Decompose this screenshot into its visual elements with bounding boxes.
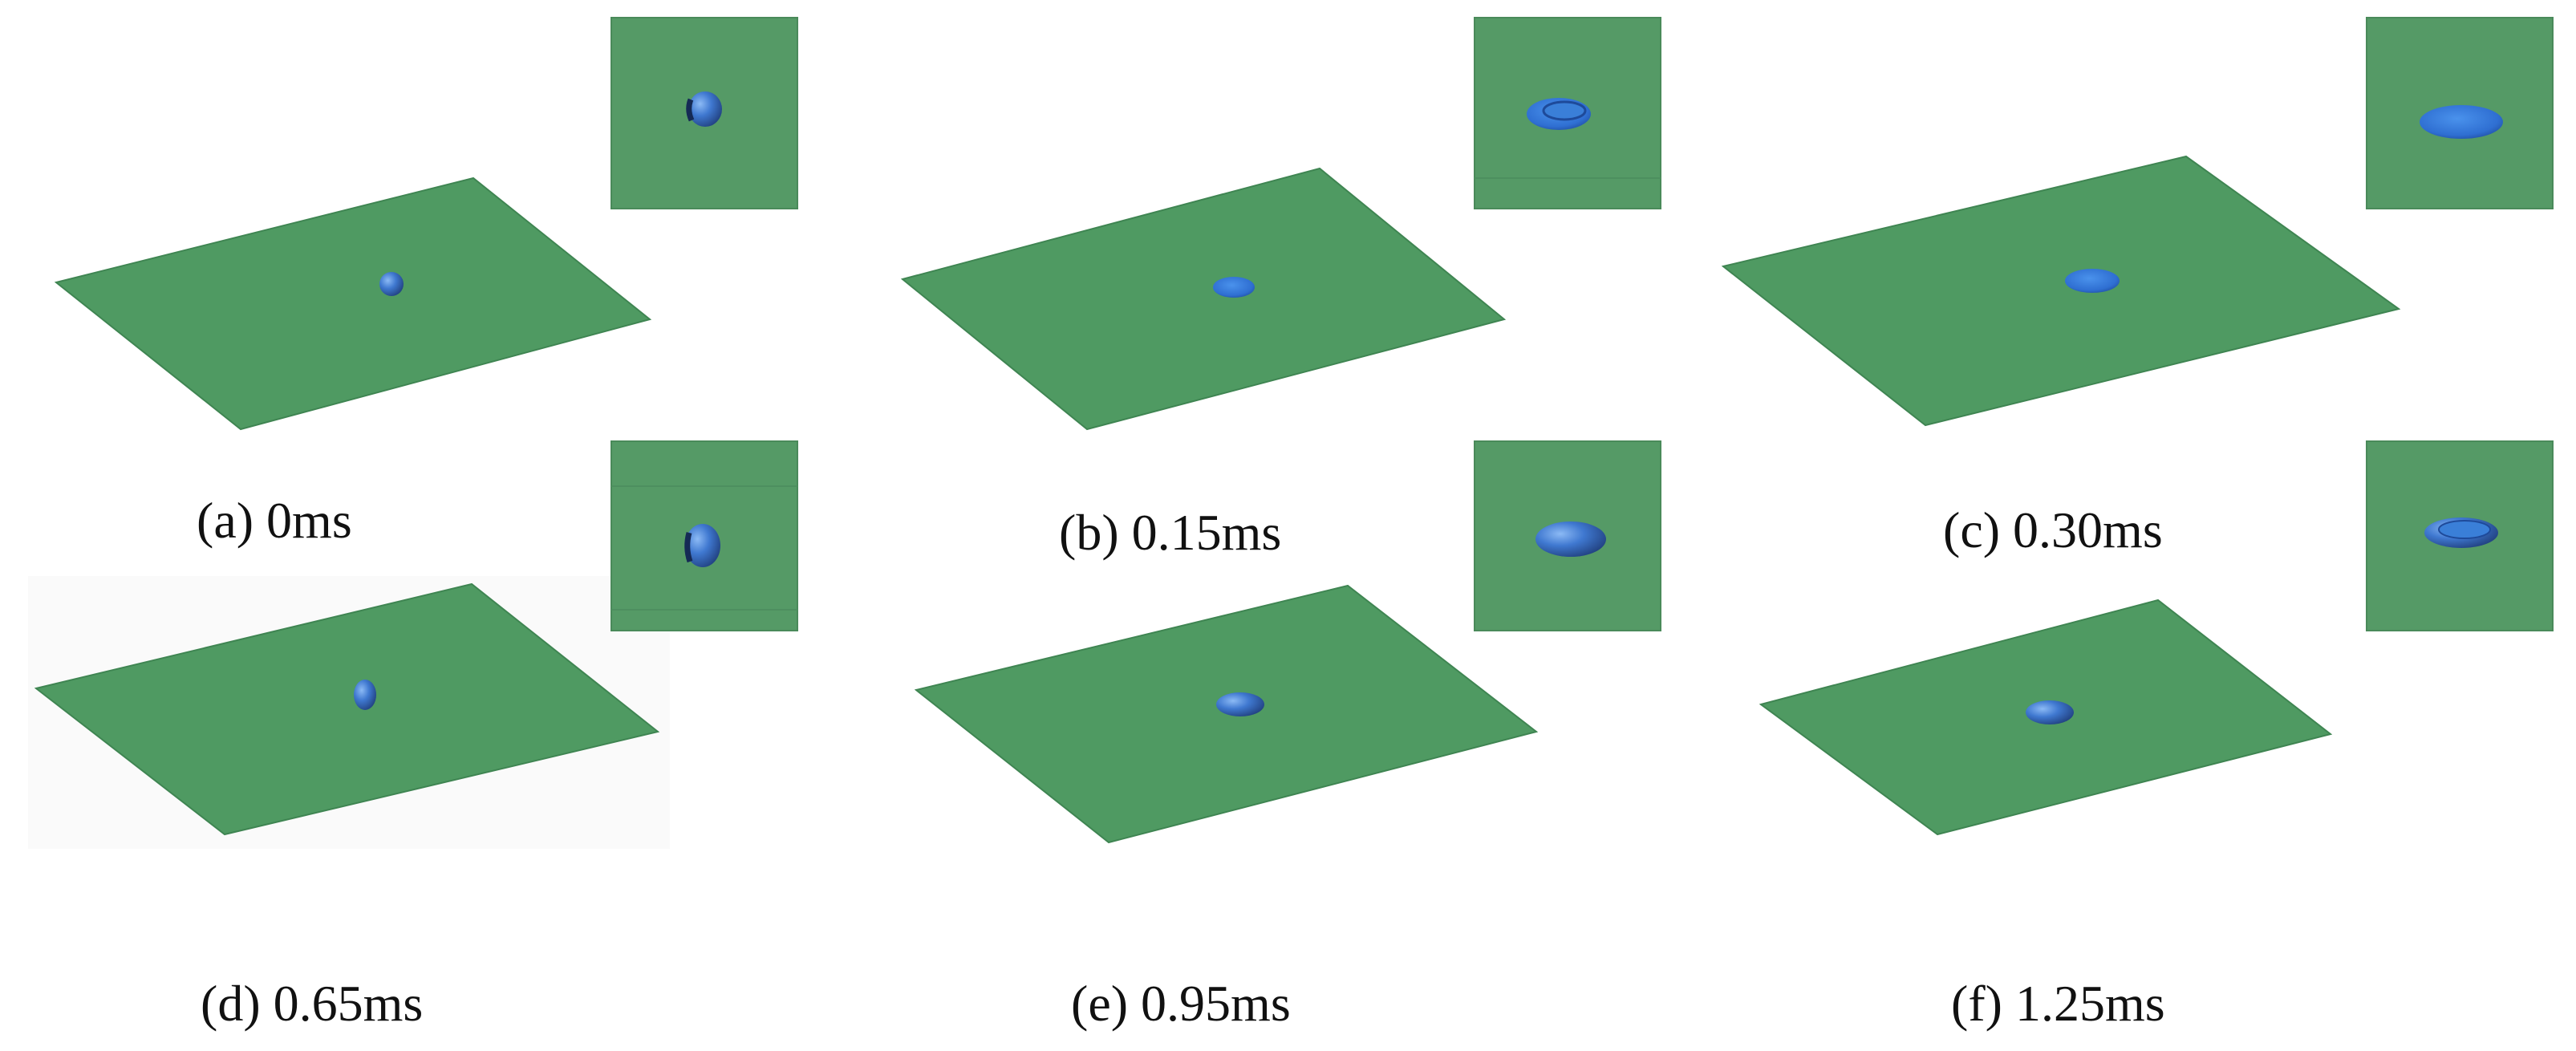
- inset-f: [2366, 440, 2554, 631]
- droplet-e: [1216, 692, 1264, 716]
- droplet-a: [379, 272, 404, 296]
- plate-c: [1721, 155, 2401, 427]
- panel-f: (f) 1.25ms: [1759, 440, 2554, 1032]
- panel-d: (d) 0.65ms: [28, 440, 798, 1032]
- plate-a: [54, 177, 652, 431]
- inset-a: [611, 17, 798, 209]
- plate-d: [34, 582, 660, 836]
- panel-a: (a) 0ms: [54, 17, 798, 549]
- inset-e: [1474, 440, 1661, 631]
- inset-b: [1474, 17, 1661, 209]
- inset-c: [2366, 17, 2554, 209]
- caption-d: (d) 0.65ms: [201, 975, 423, 1032]
- droplet-b: [1213, 277, 1255, 298]
- caption-b: (b) 0.15ms: [1059, 504, 1281, 561]
- inset-droplet-e: [1535, 521, 1606, 557]
- inset-droplet-c: [2420, 105, 2503, 139]
- droplet-d: [354, 680, 376, 710]
- plate-b: [900, 167, 1507, 431]
- inset-droplet-a: [688, 91, 722, 127]
- inset-droplet-d: [685, 524, 720, 567]
- droplet-c: [2065, 269, 2120, 293]
- caption-a: (a) 0ms: [197, 492, 352, 549]
- panel-e: (e) 0.95ms: [914, 440, 1661, 1032]
- panel-c: (c) 0.30ms: [1721, 17, 2554, 558]
- caption-c: (c) 0.30ms: [1943, 501, 2163, 558]
- panel-b: (b) 0.15ms: [900, 17, 1661, 561]
- inset-d: [611, 440, 798, 631]
- caption-f: (f) 1.25ms: [1951, 975, 2165, 1032]
- caption-e: (e) 0.95ms: [1071, 975, 1291, 1032]
- droplet-f: [2026, 700, 2074, 724]
